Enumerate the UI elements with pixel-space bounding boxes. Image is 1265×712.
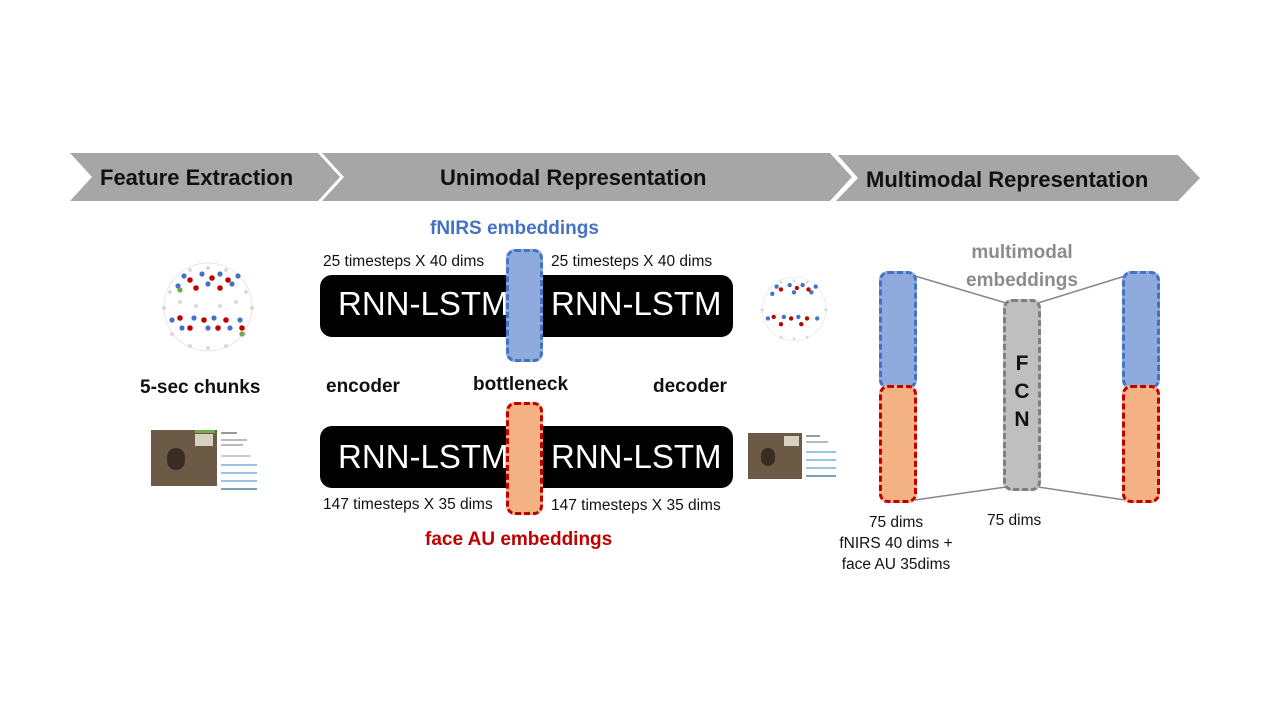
stage-unimodal-label: Unimodal Representation xyxy=(440,165,707,190)
face-video-panel xyxy=(151,428,263,498)
multimodal-embeddings-title: multimodal embeddings xyxy=(952,239,1092,295)
fcn-letter-f: F xyxy=(1015,352,1029,375)
fnirs-bottleneck-bar xyxy=(506,249,543,362)
reconstructed-person-icon xyxy=(761,448,775,466)
multimodal-center-dims: 75 dims xyxy=(987,512,1042,529)
face-decoder-rnn-label: RNN-LSTM xyxy=(551,438,722,475)
chevron-multimodal xyxy=(834,155,1200,201)
reconstructed-brain-sensor-map xyxy=(760,276,828,342)
reconstructed-face-crop-icon xyxy=(784,436,799,446)
input-face-embedding-bar xyxy=(879,385,917,503)
fnirs-output-dims: 25 timesteps X 40 dims xyxy=(551,253,713,270)
face-output-dims: 147 timesteps X 35 dims xyxy=(551,497,721,514)
reconstructed-face-frame xyxy=(748,433,802,479)
reconstructed-face-video-panel xyxy=(748,431,842,487)
face-embeddings-label: face AU embeddings xyxy=(425,529,613,550)
chevron-feature-extraction xyxy=(70,153,340,201)
face-crop-icon xyxy=(195,434,213,446)
brain-sensor-map xyxy=(162,262,254,352)
multimodal-title-line1: multimodal xyxy=(971,242,1073,263)
fnirs-decoder-rnn-label: RNN-LSTM xyxy=(551,285,722,322)
reconstructed-au-readout-panel xyxy=(806,433,842,487)
decoder-label: decoder xyxy=(653,376,727,397)
output-fnirs-embedding-bar xyxy=(1122,271,1160,389)
output-face-embedding-bar xyxy=(1122,385,1160,503)
multimodal-title-line2: embeddings xyxy=(966,270,1078,291)
face-video-frame xyxy=(151,430,217,486)
fcn-block xyxy=(1003,299,1041,491)
chevron-unimodal xyxy=(318,153,852,201)
fnirs-encoder-rnn-label: RNN-LSTM xyxy=(338,285,509,322)
multimodal-input-dims: 75 dims fNIRS 40 dims + face AU 35dims xyxy=(826,512,966,575)
fcn-label: F C N xyxy=(1003,350,1041,434)
fcn-letter-n: N xyxy=(1014,408,1030,431)
stage-feature-extraction-label: Feature Extraction xyxy=(100,165,294,190)
fcn-letter-c: C xyxy=(1014,380,1030,403)
face-input-dims: 147 timesteps X 35 dims xyxy=(323,496,493,513)
chunks-label: 5-sec chunks xyxy=(140,377,261,398)
status-strip xyxy=(195,430,215,433)
fnirs-embeddings-label: fNIRS embeddings xyxy=(430,218,599,239)
fcn-connector-top-right xyxy=(1037,275,1126,304)
input-fnirs-embedding-bar xyxy=(879,271,917,389)
input-dims-line2: fNIRS 40 dims + xyxy=(839,535,953,552)
fcn-connector-top-left xyxy=(914,275,1007,304)
fcn-connector-bottom-right xyxy=(1037,486,1126,501)
bottleneck-label: bottleneck xyxy=(473,374,569,395)
input-dims-line1: 75 dims xyxy=(868,514,924,531)
face-encoder-rnn-label: RNN-LSTM xyxy=(338,438,509,475)
au-readout-panel xyxy=(221,430,263,496)
fcn-connector-bottom-left xyxy=(914,486,1007,501)
encoder-label: encoder xyxy=(326,376,400,397)
person-icon xyxy=(167,448,185,470)
stage-multimodal-label: Multimodal Representation xyxy=(866,167,1149,192)
fnirs-input-dims: 25 timesteps X 40 dims xyxy=(323,253,485,270)
face-bottleneck-bar xyxy=(506,402,543,515)
input-dims-line3: face AU 35dims xyxy=(841,556,951,573)
